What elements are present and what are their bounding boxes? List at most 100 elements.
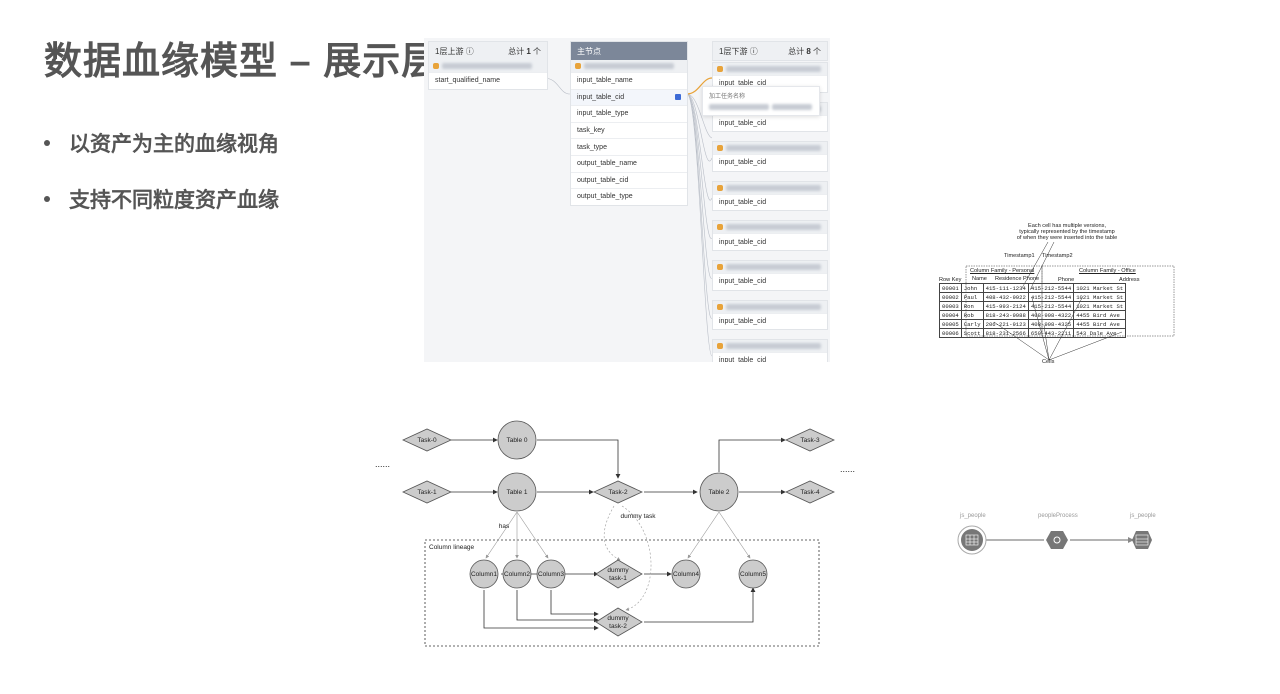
field-label: task_type <box>577 143 607 151</box>
field-label: input_table_name <box>577 77 633 85</box>
main-node-name[interactable] <box>571 60 687 72</box>
atlas-label: js_people <box>1130 513 1156 519</box>
table-label: Table 1 <box>507 489 528 496</box>
edge <box>550 590 599 617</box>
ellipsis-right: ...... <box>840 464 855 474</box>
blurred-name <box>726 224 821 231</box>
downstream-node-name <box>713 63 827 75</box>
col-name: Name <box>972 276 987 282</box>
table-cell: 1021 Market St <box>1073 283 1127 293</box>
task-node <box>593 480 643 504</box>
task-label: Task-2 <box>608 489 628 496</box>
downstream-column: 1层下游 ⓘ 总计 8 个 input_table_cid input_table… <box>712 41 828 362</box>
version-annotation: Each cell has multiple versions, typical… <box>992 223 1142 241</box>
downstream-node-name <box>713 260 827 273</box>
upstream-header: 1层上游 ⓘ 总计 1 个 <box>429 42 547 60</box>
connector <box>686 93 713 279</box>
gear-icon <box>1053 536 1061 544</box>
table-cell: 408-998-4322 <box>1027 310 1075 320</box>
timestamp1-label: Timestamp1 <box>1004 253 1035 259</box>
bullet-text: 以资产为主的血缘视角 <box>69 133 279 156</box>
edge <box>718 437 786 472</box>
downstream-card[interactable]: input_table_cid <box>712 299 828 331</box>
downstream-card[interactable]: input_table_cid <box>712 180 828 212</box>
tooltip-value <box>709 104 813 110</box>
main-field-row[interactable]: input_table_type <box>571 105 687 122</box>
dummy-task-edge <box>603 505 621 561</box>
table-cell: 00003 <box>939 301 962 311</box>
annotation-line: typically represented by the timestamp <box>1019 229 1115 235</box>
main-header: 主节点 <box>571 42 687 60</box>
arrow <box>1021 241 1049 289</box>
main-field-row[interactable]: output_table_cid <box>571 171 687 189</box>
ellipsis-left: ...... <box>375 459 390 469</box>
bullet-list: 以资产为主的血缘视角 支持不同粒度资产血缘 <box>44 128 279 240</box>
table-cell: 206-221-9123 <box>982 319 1029 329</box>
table-node <box>497 472 537 512</box>
upstream-field[interactable]: start_qualified_name <box>429 72 547 89</box>
upstream-node-name[interactable] <box>429 60 547 72</box>
downstream-field: input_table_cid <box>713 114 827 132</box>
table-cell: 818-231-2566 <box>982 328 1029 338</box>
lineage-connectors <box>543 77 713 357</box>
table-icon <box>961 529 983 551</box>
dummy-task-edge <box>621 505 652 611</box>
table-cell: Rob <box>960 310 984 320</box>
task-label: Task-4 <box>800 489 820 496</box>
task-node <box>785 480 835 504</box>
downstream-card[interactable]: input_table_cid <box>712 220 828 251</box>
blurred-name <box>726 66 821 72</box>
table-cell: 00006 <box>939 328 962 338</box>
tooltip-label: 加工任务名称 <box>709 94 746 100</box>
downstream-card[interactable]: input_table_cid <box>712 339 828 362</box>
annotation-line: of when they were inserted into the tabl… <box>1016 235 1118 241</box>
blurred-name <box>709 104 769 110</box>
table-icon <box>717 66 723 72</box>
blurred-name <box>726 184 821 191</box>
blurred-name <box>726 145 821 152</box>
field-label: output_table_name <box>577 160 637 168</box>
downstream-header: 1层下游 ⓘ 总计 8 个 <box>712 41 828 61</box>
family-personal: Column Family - Personal <box>970 268 1035 274</box>
col-address: Address <box>1119 277 1140 283</box>
edge <box>537 439 621 479</box>
process-gear-icon <box>1046 531 1068 549</box>
bullet-text: 支持不同粒度资产血缘 <box>69 189 279 212</box>
upstream-unit: 个 <box>533 46 541 56</box>
downstream-card[interactable]: input_table_cid <box>712 259 828 291</box>
table-cell: Scott <box>960 328 984 338</box>
main-field-row[interactable]: input_table_cid <box>571 88 687 106</box>
table-cell: 00001 <box>939 283 962 293</box>
main-field-row[interactable]: output_table_type <box>571 188 687 205</box>
downstream-total-label: 总计 <box>788 46 805 56</box>
table-node <box>699 472 739 512</box>
downstream-card[interactable]: input_table_cid <box>712 141 828 172</box>
timestamp2-label: Timestamp2 <box>1042 253 1073 259</box>
main-field-row[interactable]: output_table_name <box>571 154 687 172</box>
downstream-node-name <box>713 340 827 353</box>
table-cell: 415-993-2124 <box>982 301 1029 311</box>
table-cell: 818-243-9988 <box>982 310 1029 320</box>
row-key-header: Row Key <box>939 277 962 283</box>
column-node <box>469 559 499 589</box>
main-field-row[interactable]: task_key <box>571 121 687 139</box>
dummy1-label: dummy <box>607 567 629 574</box>
table-label: Table 0 <box>507 437 528 444</box>
table-icon <box>717 184 723 191</box>
table-cell: 4455 Bird Ave <box>1073 310 1127 320</box>
table-cell: 00002 <box>939 292 962 302</box>
annotation-line: Each cell has multiple versions, <box>1027 223 1107 229</box>
checkbox-icon[interactable] <box>675 94 681 101</box>
column-label: Column1 <box>471 571 497 578</box>
main-field-row[interactable]: task_type <box>571 138 687 155</box>
task-node <box>402 428 452 452</box>
table-cell: 00005 <box>939 319 962 329</box>
main-field-row[interactable]: input_table_name <box>571 72 687 89</box>
downstream-total: 8 <box>806 46 811 56</box>
has-edge <box>718 511 751 559</box>
table-cell: 4455 Bird Ave <box>1073 319 1127 329</box>
